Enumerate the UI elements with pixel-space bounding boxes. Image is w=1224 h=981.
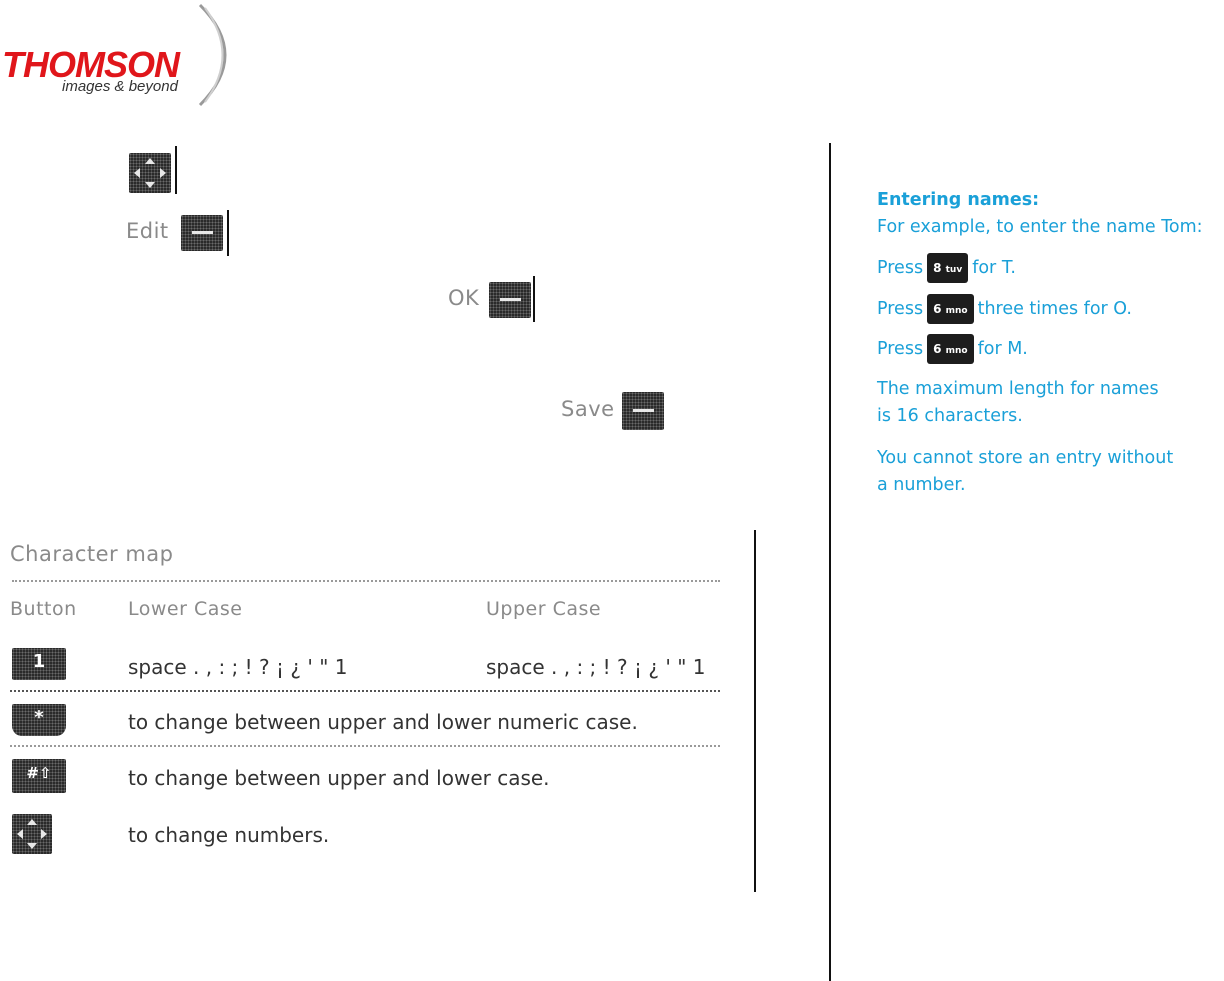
key-1-icon: 1: [12, 648, 66, 680]
thomson-logo: THOMSON images & beyond: [0, 0, 240, 110]
save-softkey-icon: [622, 392, 664, 430]
ok-softkey-icon: [489, 282, 531, 318]
entering-names-heading: Entering names:: [877, 190, 1040, 210]
step-divider: [227, 210, 229, 256]
key-6-icon: 6 mno: [927, 294, 974, 324]
character-map-title: Character map: [10, 542, 174, 566]
header-upper-case: Upper Case: [486, 598, 602, 620]
nav-arrows-icon: [134, 158, 166, 188]
ok-label: OK: [448, 286, 480, 310]
hash-key-icon: #⇧: [12, 759, 66, 793]
step-divider: [533, 276, 535, 322]
character-map-title-divider: [12, 580, 720, 582]
row-star-text: to change between upper and lower numeri…: [128, 710, 638, 734]
entering-names-intro: For example, to enter the name Tom:: [877, 217, 1203, 237]
character-map-border: [754, 530, 756, 892]
row-divider: [10, 690, 720, 692]
key-8-icon: 8 tuv: [927, 253, 969, 283]
logo-brand: THOMSON: [2, 44, 180, 85]
logo-arc-icon: [198, 3, 227, 107]
navigation-key-icon: [129, 153, 171, 193]
star-key-icon: *: [12, 704, 66, 736]
edit-label: Edit: [126, 219, 169, 243]
navigation-key-icon: [12, 814, 52, 854]
nav-arrows-icon: [17, 819, 47, 849]
key-6-icon: 6 mno: [927, 334, 974, 364]
row-nav-text: to change numbers.: [128, 823, 330, 847]
max-length-note-line2: is 16 characters.: [877, 406, 1023, 426]
logo-tagline: images & beyond: [62, 78, 178, 95]
save-label: Save: [561, 397, 615, 421]
store-note-line2: a number.: [877, 475, 966, 495]
column-divider: [829, 143, 831, 981]
header-button: Button: [10, 598, 77, 620]
row-divider: [10, 745, 720, 747]
edit-softkey-icon: [181, 215, 223, 251]
store-note-line1: You cannot store an entry without: [877, 448, 1174, 468]
header-lower-case: Lower Case: [128, 598, 243, 620]
step-divider: [175, 146, 177, 194]
row-1-upper: space . , : ; ! ? ¡ ¿ ' " 1: [486, 655, 706, 679]
row-1-lower: space . , : ; ! ? ¡ ¿ ' " 1: [128, 655, 348, 679]
row-hash-text: to change between upper and lower case.: [128, 766, 550, 790]
max-length-note-line1: The maximum length for names: [877, 379, 1159, 399]
